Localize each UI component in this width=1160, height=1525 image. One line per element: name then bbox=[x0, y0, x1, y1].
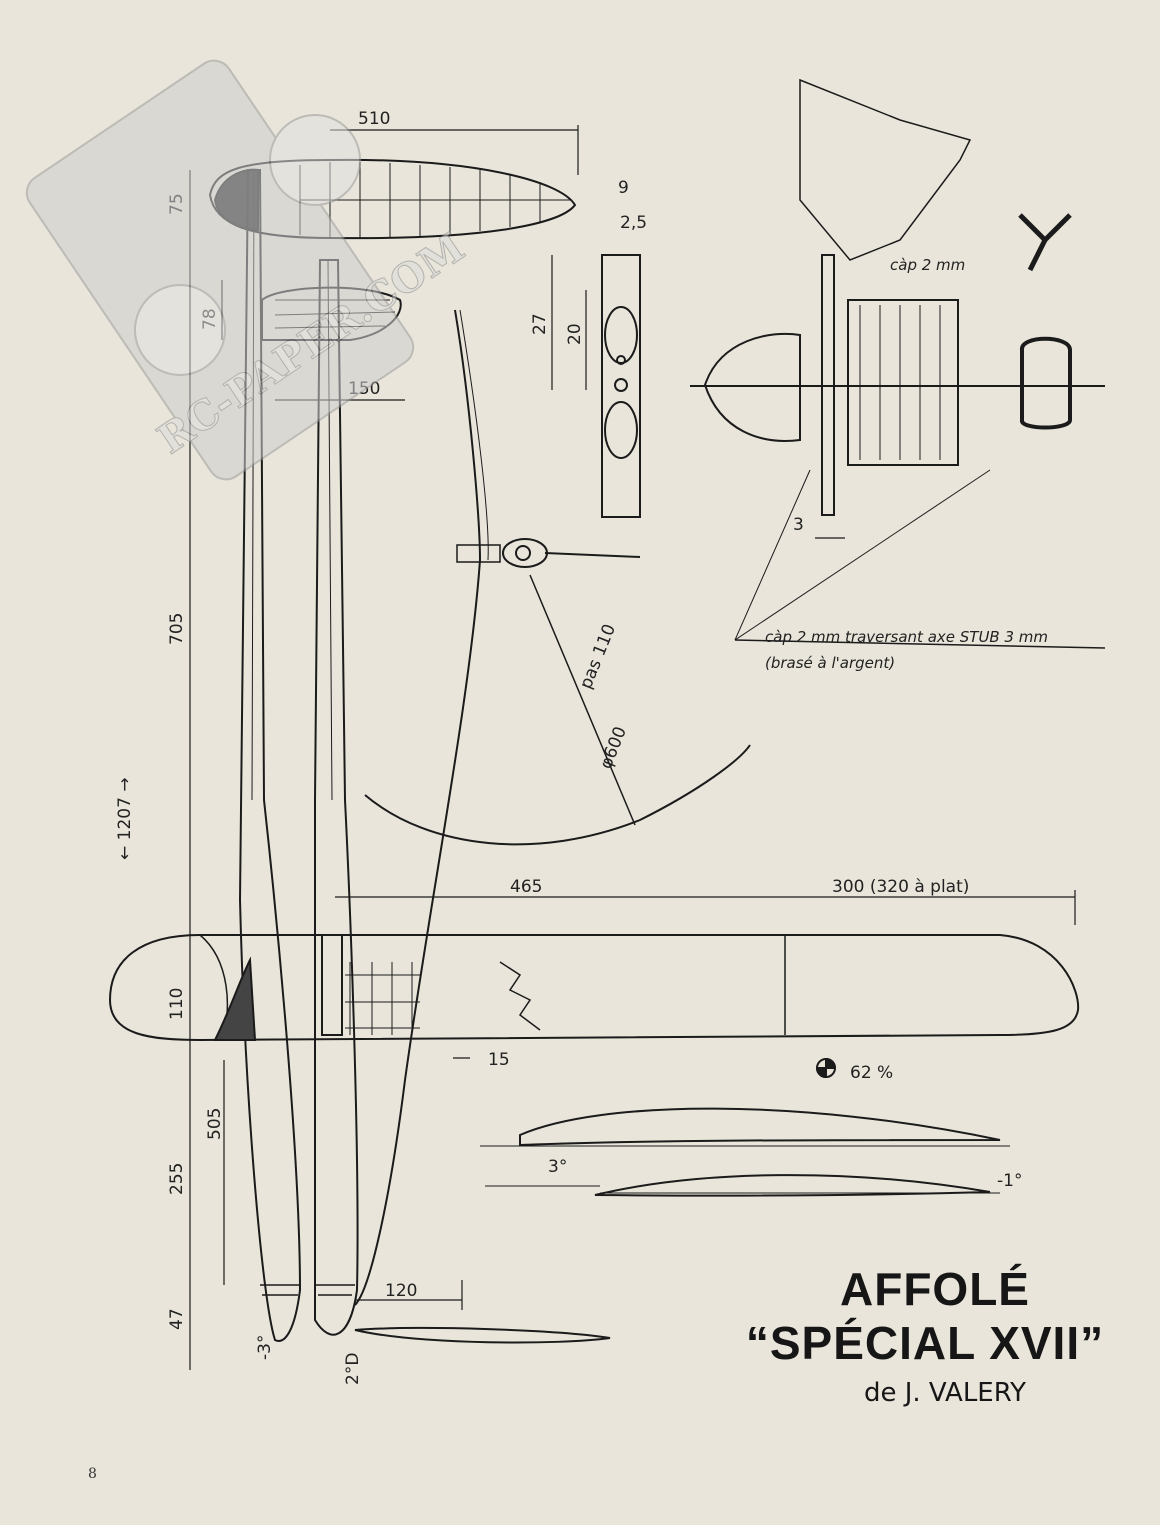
author-line: de J. VALERY bbox=[863, 1378, 1027, 1408]
dim-300: 300 (320 à plat) bbox=[832, 877, 969, 897]
dim-47: 47 bbox=[167, 1308, 187, 1330]
note-brase: (brasé à l'argent) bbox=[765, 654, 895, 672]
dim-dia600: φ600 bbox=[596, 724, 631, 772]
diameter-leader bbox=[529, 574, 636, 826]
blade-root-detail bbox=[601, 254, 641, 518]
cg-label: 62 % bbox=[850, 1063, 893, 1083]
title-line-2: “SPÉCIAL XVII” bbox=[745, 1317, 1105, 1369]
watermark-stamp: RC-PAPER.COM bbox=[25, 59, 473, 481]
dim-1207: ← 1207 → bbox=[115, 777, 135, 860]
airfoil-profiles bbox=[354, 1107, 1010, 1344]
dim-110: 110 bbox=[167, 988, 187, 1020]
dim-510: 510 bbox=[358, 109, 390, 129]
angle-3: 3° bbox=[548, 1157, 567, 1177]
note-cap-2mm: càp 2 mm bbox=[890, 256, 965, 274]
dim-705: 705 bbox=[167, 613, 187, 645]
page-number: 8 bbox=[88, 1466, 97, 1482]
note-cap-stub: càp 2 mm traversant axe STUB 3 mm bbox=[765, 628, 1048, 646]
dim-27: 27 bbox=[530, 313, 550, 335]
dim-15: 15 bbox=[488, 1050, 510, 1070]
fuselage-views bbox=[238, 169, 359, 1342]
dim-465: 465 bbox=[510, 877, 542, 897]
propeller-hub-detail bbox=[690, 78, 1106, 649]
dim-pas: pas 110 bbox=[576, 621, 620, 691]
propeller-side bbox=[354, 309, 641, 1306]
cg-symbol-icon bbox=[815, 1057, 837, 1079]
dim-3: 3 bbox=[793, 515, 804, 535]
dim-255: 255 bbox=[167, 1163, 187, 1195]
title-line-1: AFFOLÉ bbox=[840, 1263, 1030, 1315]
wing-plan-view bbox=[108, 934, 1080, 1042]
dim-20: 20 bbox=[565, 323, 585, 345]
dim-505: 505 bbox=[205, 1108, 225, 1140]
dim-9: 9 bbox=[618, 178, 629, 198]
angle-minus-1: -1° bbox=[997, 1171, 1022, 1191]
propeller-arc bbox=[364, 744, 751, 846]
angle-minus-3: -3° bbox=[255, 1335, 275, 1360]
angle-2d: 2°D bbox=[343, 1353, 363, 1385]
dim-2-5: 2,5 bbox=[620, 213, 647, 233]
dim-120: 120 bbox=[385, 1281, 417, 1301]
